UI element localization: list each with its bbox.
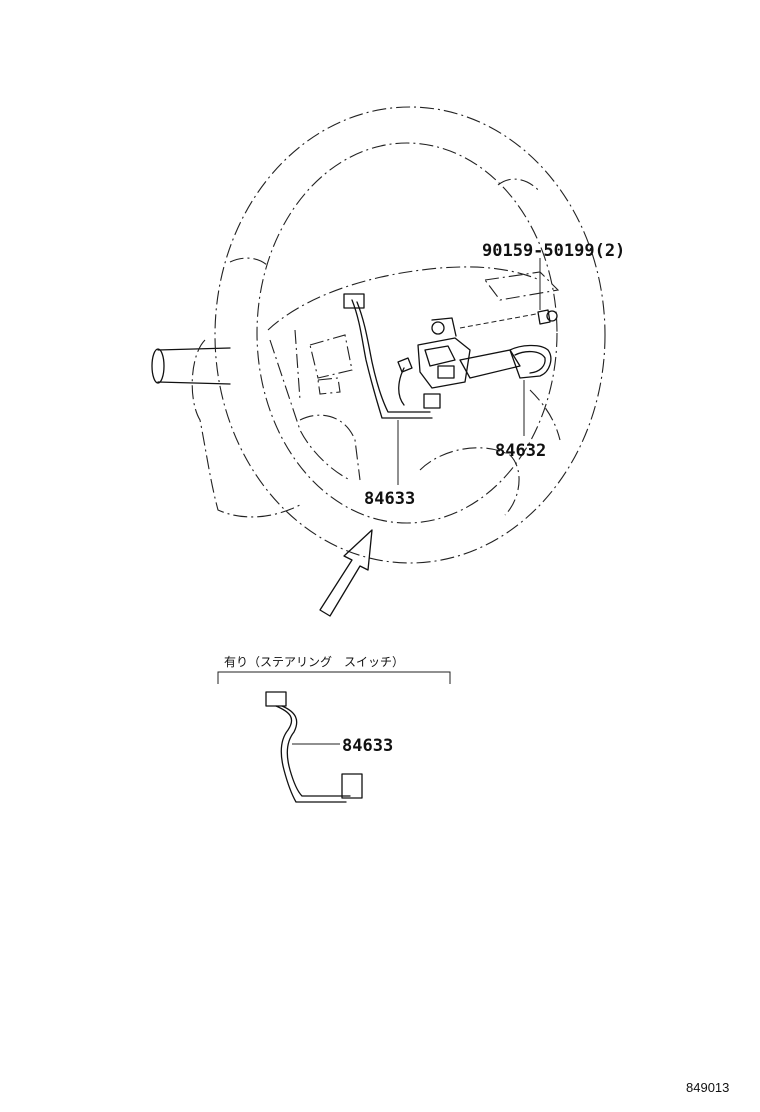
steering-column xyxy=(151,339,301,518)
label-switch: 84632 xyxy=(495,441,546,461)
view-arrow xyxy=(319,529,373,617)
steering-wheel-rim xyxy=(214,106,606,564)
label-harness-option: 84633 xyxy=(342,736,393,756)
wire-harness-main xyxy=(343,293,441,419)
wire-harness-option xyxy=(265,691,363,803)
bolt-part xyxy=(459,309,558,329)
figure-reference: 849013 xyxy=(686,1080,729,1095)
label-harness-main: 84633 xyxy=(364,489,415,509)
option-caption: 有り（ステアリング スイッチ） xyxy=(224,655,404,669)
label-bolt: 90159-50199(2) xyxy=(482,241,625,261)
option-variant-box: 有り（ステアリング スイッチ） xyxy=(217,655,451,684)
steering-switch xyxy=(417,317,552,389)
leader-lines xyxy=(397,258,541,485)
steering-hub xyxy=(267,266,561,516)
